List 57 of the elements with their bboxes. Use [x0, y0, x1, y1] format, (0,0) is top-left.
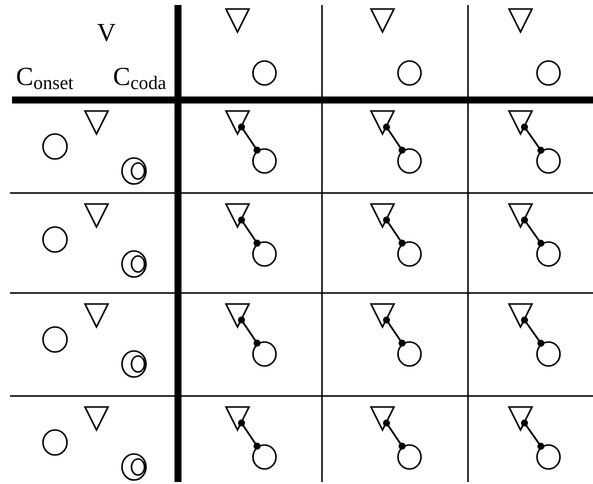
triangle-symbol [225, 406, 250, 431]
circle-symbol [536, 60, 560, 86]
triangle-symbol [370, 303, 395, 328]
triangle-symbol [370, 110, 395, 135]
circle-symbol [536, 241, 560, 267]
circle-symbol [42, 133, 68, 160]
circle-symbol [252, 60, 276, 86]
circle-symbol [396, 148, 422, 174]
triangle-symbol [225, 203, 250, 228]
circle-symbol [42, 326, 68, 353]
column-heading: C$_{coda}$ [113, 64, 166, 96]
circle-symbol [536, 444, 560, 470]
connector-line [238, 420, 261, 450]
triangle-symbol [508, 110, 533, 135]
connector-line [238, 124, 261, 154]
connector-line [383, 216, 406, 247]
circle-symbol [252, 341, 276, 367]
triangle-symbol [225, 8, 250, 33]
double-circle-symbol [121, 157, 147, 185]
circle-symbol [42, 429, 68, 456]
triangle-symbol [508, 203, 533, 228]
circle-symbol [536, 148, 560, 174]
triangle-symbol [508, 406, 533, 431]
double-circle-symbol [121, 350, 147, 378]
triangle-symbol [84, 110, 109, 135]
double-circle-symbol [121, 453, 147, 481]
circle-symbol [396, 241, 422, 267]
circle-symbol [252, 148, 276, 174]
triangle-symbol [508, 303, 533, 328]
column-heading: C$_{onset}$ [16, 64, 74, 96]
connector-line [383, 316, 406, 347]
triangle-symbol [370, 406, 395, 431]
triangle-symbol [370, 203, 395, 228]
column-heading: V [97, 20, 116, 46]
connector-line [383, 124, 406, 154]
circle-symbol [536, 341, 560, 367]
connector-line [383, 420, 406, 450]
circle-symbol [396, 341, 422, 367]
circle-symbol [396, 444, 422, 470]
circle-symbol [42, 226, 68, 253]
circle-symbol [252, 241, 276, 267]
connector-line [521, 420, 544, 450]
connector-line [238, 216, 261, 247]
triangle-symbol [84, 303, 109, 328]
connector-line [521, 316, 544, 347]
triangle-symbol [84, 406, 109, 431]
triangle-symbol [84, 203, 109, 228]
double-circle-symbol [121, 250, 147, 278]
connector-line [521, 216, 544, 247]
circle-symbol [396, 60, 422, 86]
triangle-symbol [225, 110, 250, 135]
triangle-symbol [225, 303, 250, 328]
circle-symbol [252, 444, 276, 470]
triangle-symbol [370, 8, 395, 33]
triangle-symbol [508, 8, 533, 33]
connector-line [521, 124, 544, 154]
connector-line [238, 316, 261, 347]
